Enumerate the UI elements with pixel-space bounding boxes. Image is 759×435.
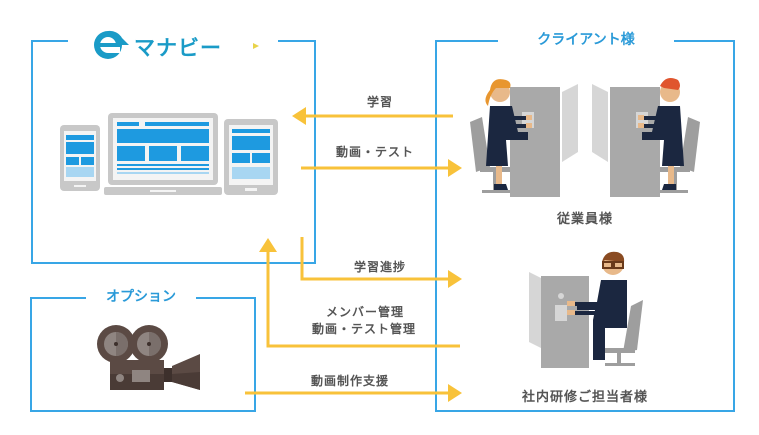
smartphone-icon — [60, 125, 100, 191]
service-logo: マナビー — [68, 28, 278, 62]
label-learning: 学習 — [366, 95, 393, 109]
devices-illustration — [60, 113, 278, 195]
movie-camera-icon — [97, 325, 200, 390]
tablet-icon — [224, 119, 278, 195]
option-box-title: オプション — [86, 287, 196, 307]
label-member-management: メンバー管理 — [325, 305, 404, 319]
arrowhead-management — [259, 238, 277, 252]
brand-pencil-tip — [253, 43, 259, 49]
label-progress: 学習進捗 — [353, 260, 406, 274]
role-employees: 従業員様 — [556, 212, 613, 227]
arrowhead-learning — [292, 107, 306, 125]
label-video-test: 動画・テスト — [335, 145, 414, 159]
employees-illustration — [470, 78, 700, 197]
arrowhead-video-test — [448, 159, 462, 177]
role-training-manager: 社内研修ご担当者様 — [521, 390, 648, 405]
arrow-progress — [300, 237, 448, 281]
arrowhead-video-production — [448, 384, 462, 402]
label-video-production: 動画制作支援 — [310, 374, 389, 388]
label-video-test-management: 動画・テスト管理 — [311, 322, 416, 336]
client-box-title: クライアント様 — [498, 30, 674, 50]
training-manager-illustration — [529, 251, 643, 368]
brand-name: マナビー — [134, 36, 222, 60]
arrowhead-progress — [448, 270, 462, 288]
arrow-management — [266, 252, 460, 348]
e-logo-icon — [94, 30, 129, 59]
laptop-icon — [104, 113, 222, 195]
